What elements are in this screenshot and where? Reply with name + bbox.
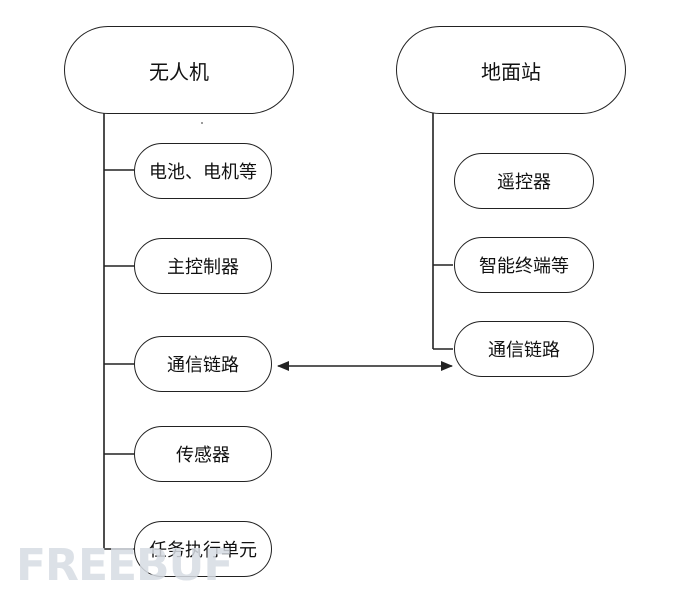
uav-component-sensors: 传感器	[134, 426, 272, 482]
uav-root-node: 无人机	[64, 26, 294, 114]
uav-component-main-controller: 主控制器	[134, 238, 272, 294]
uav-component-label: 电池、电机等	[149, 162, 257, 183]
uav-component-label: 通信链路	[167, 355, 239, 376]
uav-component-battery-motor: 电池、电机等	[134, 143, 272, 199]
ground-component-label: 遥控器	[497, 172, 551, 193]
uav-component-label: 传感器	[176, 445, 230, 466]
freebuf-watermark: FREEBUF	[16, 540, 233, 591]
uav-component-comm-link: 通信链路	[134, 336, 272, 392]
ground-component-label: 智能终端等	[479, 256, 569, 277]
ground-component-label: 通信链路	[488, 340, 560, 361]
speck-dot	[201, 122, 203, 124]
ground-component-smart-terminal: 智能终端等	[454, 237, 594, 293]
uav-component-label: 主控制器	[167, 257, 239, 278]
ground-station-root-node: 地面站	[396, 26, 626, 114]
uav-title: 无人机	[149, 59, 209, 84]
ground-component-comm-link: 通信链路	[454, 321, 594, 377]
ground-component-remote-controller: 遥控器	[454, 153, 594, 209]
ground-station-title: 地面站	[481, 59, 541, 84]
